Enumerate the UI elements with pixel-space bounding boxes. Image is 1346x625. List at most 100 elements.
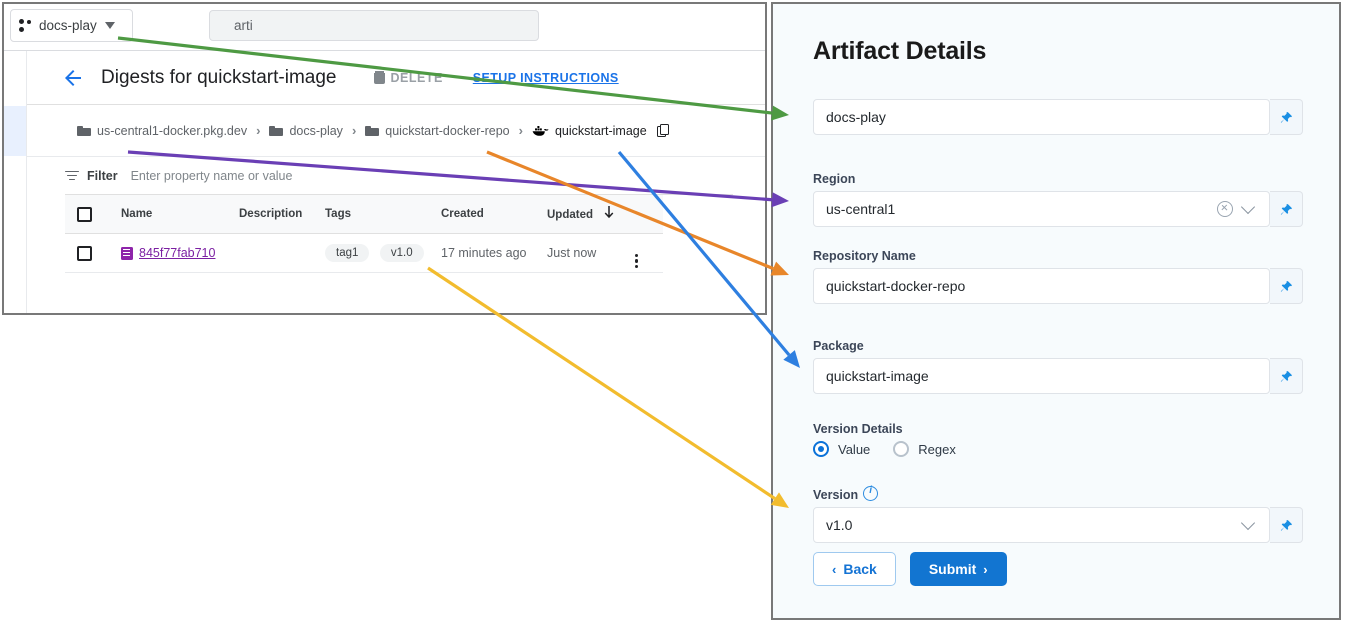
repository-name-input-value: quickstart-docker-repo	[826, 278, 966, 294]
breadcrumb: us-central1-docker.pkg.dev › docs-play ›…	[27, 105, 765, 157]
back-button[interactable]: ‹ Back	[813, 552, 896, 586]
breadcrumb-item-2[interactable]: quickstart-docker-repo	[365, 123, 510, 138]
version-details-label: Version Details	[813, 422, 903, 436]
copy-icon[interactable]	[656, 123, 670, 138]
row-tags-cell: tag1 v1.0	[325, 233, 441, 273]
radio-regex-label: Regex	[918, 441, 956, 457]
setup-instructions-link[interactable]: SETUP INSTRUCTIONS	[472, 70, 619, 85]
breadcrumb-item-3[interactable]: quickstart-image	[532, 124, 647, 138]
submit-button[interactable]: Submit ›	[909, 552, 1007, 586]
row-menu-cell	[635, 233, 663, 273]
repository-name-label: Repository Name	[813, 249, 916, 263]
chevron-down-icon[interactable]	[1240, 515, 1256, 531]
table-header-row: Name Description Tags Created Updated	[65, 195, 663, 234]
project-input-value: docs-play	[826, 109, 886, 125]
select-all-checkbox[interactable]	[77, 206, 92, 222]
form-buttons: ‹ Back Submit ›	[813, 552, 1007, 586]
filter-label: Filter	[87, 168, 118, 183]
column-header-updated-label: Updated	[547, 209, 593, 221]
pin-icon	[1280, 111, 1292, 123]
pin-icon	[1280, 203, 1292, 215]
console-top-bar: docs-play arti	[4, 4, 765, 51]
back-chevron-icon: ‹	[832, 561, 837, 577]
region-input[interactable]: us-central1	[813, 191, 1270, 227]
select-all-header	[65, 195, 121, 234]
delete-button[interactable]: DELETE	[374, 71, 442, 85]
column-header-tags[interactable]: Tags	[325, 195, 441, 234]
breadcrumb-separator-1: ›	[351, 123, 357, 138]
package-input[interactable]: quickstart-image	[813, 358, 1270, 394]
column-header-name[interactable]: Name	[121, 195, 239, 234]
column-header-updated[interactable]: Updated	[547, 195, 635, 234]
breadcrumb-item-0[interactable]: us-central1-docker.pkg.dev	[77, 124, 247, 138]
field-package: Package quickstart-image	[813, 339, 1303, 394]
project-pin-button[interactable]	[1270, 99, 1303, 135]
breadcrumb-item-1[interactable]: docs-play	[269, 124, 343, 138]
sort-descending-icon	[603, 206, 615, 222]
filter-input[interactable]: Enter property name or value	[130, 168, 293, 183]
submit-chevron-icon: ›	[983, 561, 988, 577]
version-label-text: Version	[813, 488, 859, 502]
radio-regex[interactable]	[893, 441, 910, 457]
package-label: Package	[813, 339, 864, 353]
project-input[interactable]: docs-play	[813, 99, 1270, 135]
table-row[interactable]: 845f77fab710 tag1 v1.0 17 minutes ago Ju…	[65, 233, 663, 273]
digest-link-label: 845f77fab710	[139, 246, 216, 260]
folder-icon	[365, 125, 380, 136]
filter-bar: Filter Enter property name or value	[65, 157, 733, 195]
column-header-created[interactable]: Created	[441, 195, 547, 234]
breadcrumb-label-2: quickstart-docker-repo	[385, 123, 510, 138]
rail-selected-indicator	[4, 106, 26, 156]
radio-value-label: Value	[838, 441, 871, 457]
field-version-details: Version Details Value Regex	[813, 422, 1303, 457]
form-title: Artifact Details	[813, 37, 987, 65]
package-pin-button[interactable]	[1270, 358, 1303, 394]
tag-pill[interactable]: tag1	[325, 244, 370, 262]
version-label: Version	[813, 485, 1303, 502]
region-pin-button[interactable]	[1270, 191, 1303, 227]
region-label: Region	[813, 172, 856, 186]
row-select-cell	[65, 233, 121, 273]
folder-icon	[77, 125, 91, 136]
digest-icon	[121, 246, 133, 260]
console-content: Digests for quickstart-image DELETE SETU…	[27, 51, 765, 313]
search-input[interactable]: arti	[209, 10, 539, 41]
breadcrumb-label-0: us-central1-docker.pkg.dev	[97, 123, 248, 138]
breadcrumb-label-1: docs-play	[289, 123, 343, 138]
digest-link[interactable]: 845f77fab710	[121, 246, 239, 260]
project-picker[interactable]: docs-play	[10, 9, 133, 42]
repository-name-input[interactable]: quickstart-docker-repo	[813, 268, 1270, 304]
docker-whale-icon	[532, 125, 549, 137]
back-arrow-icon[interactable]	[61, 66, 85, 90]
column-header-description[interactable]: Description	[239, 195, 325, 234]
page-header-actions: DELETE SETUP INSTRUCTIONS	[374, 71, 618, 85]
back-button-label: Back	[843, 561, 877, 577]
row-created-cell: 17 minutes ago	[441, 233, 547, 273]
console-screenshot-panel: docs-play arti Digests for quickstart-im…	[2, 2, 767, 315]
version-pin-button[interactable]	[1270, 507, 1303, 543]
artifact-details-panel: Artifact Details docs-play Region us-cen…	[771, 2, 1341, 620]
field-region: Region us-central1	[813, 172, 1303, 227]
version-details-radio-group: Value Regex	[813, 441, 1303, 457]
version-input[interactable]: v1.0	[813, 507, 1270, 543]
row-checkbox[interactable]	[77, 245, 92, 261]
radio-value[interactable]	[813, 441, 829, 457]
chevron-down-icon	[104, 22, 115, 29]
pin-icon	[1280, 280, 1292, 292]
chevron-down-icon[interactable]	[1240, 199, 1256, 215]
console-left-rail	[4, 51, 27, 313]
package-input-value: quickstart-image	[826, 368, 929, 384]
page-header: Digests for quickstart-image DELETE SETU…	[27, 51, 765, 105]
field-repository-name: Repository Name quickstart-docker-repo	[813, 249, 1303, 304]
row-description-cell	[239, 233, 325, 273]
tag-pill[interactable]: v1.0	[379, 244, 424, 262]
search-input-value: arti	[234, 18, 253, 33]
breadcrumb-label-3: quickstart-image	[554, 123, 647, 138]
breadcrumb-separator-2: ›	[518, 123, 523, 138]
clear-icon[interactable]	[1217, 201, 1233, 217]
info-icon[interactable]	[863, 485, 879, 501]
project-dots-icon	[19, 19, 33, 33]
filter-icon[interactable]	[65, 170, 79, 182]
region-input-value: us-central1	[826, 201, 896, 217]
repository-name-pin-button[interactable]	[1270, 268, 1303, 304]
